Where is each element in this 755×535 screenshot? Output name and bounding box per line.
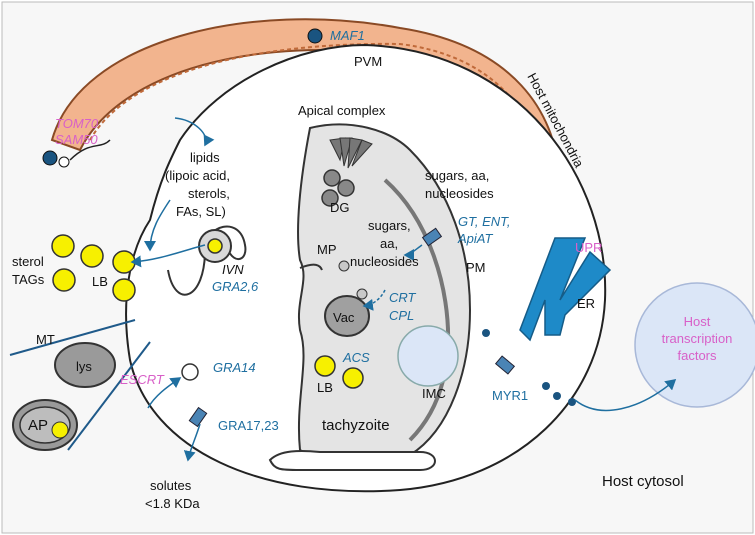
label-gra2-6: GRA2,6 (212, 279, 259, 294)
lb-host-5 (112, 278, 136, 302)
export-dot-4 (568, 398, 576, 406)
lysosome (54, 342, 116, 388)
label-sugars-inner-1: sugars, (368, 218, 411, 233)
label-maf1: MAF1 (330, 28, 365, 43)
label-ivn: IVN (222, 262, 244, 277)
ap-lipid (51, 421, 69, 439)
label-lys: lys (76, 359, 92, 374)
label-imc: IMC (422, 386, 446, 401)
arrow-transporter-in (403, 244, 423, 261)
label-lipids-2: (lipoic acid, (165, 168, 230, 183)
label-sugars-inner-2: aa, (380, 236, 398, 251)
label-upr: UPR (575, 240, 602, 255)
arrow-crt-in (362, 289, 386, 311)
label-mp: MP (317, 242, 337, 257)
dense-granules (321, 169, 355, 207)
label-solutes-2: <1.8 KDa (145, 496, 200, 511)
label-gt-ent: GT, ENT, (458, 214, 511, 229)
small-vesicle-2 (356, 288, 368, 300)
arrow-to-tf (574, 379, 677, 412)
label-gra17-23: GRA17,23 (218, 418, 279, 433)
label-myr1: MYR1 (492, 388, 528, 403)
label-lipids-1: lipids (190, 150, 220, 165)
tom70-tether (69, 139, 111, 161)
export-dot-3 (553, 392, 561, 400)
label-acs: ACS (342, 350, 370, 365)
label-tachyzoite: tachyzoite (322, 417, 390, 434)
label-vac: Vac (333, 310, 355, 325)
lb-host-4 (112, 250, 136, 274)
label-tom70: TOM70 (55, 116, 99, 131)
sam50-dot (58, 156, 70, 168)
nucleus (397, 325, 459, 387)
label-crt: CRT (389, 290, 417, 305)
export-dot-2 (542, 382, 550, 390)
lb-host-3 (52, 268, 76, 292)
arrow-mito-lipids (174, 117, 215, 147)
label-dg: DG (330, 200, 350, 215)
export-dot-1 (482, 329, 490, 337)
label-apiat: ApiAT (457, 231, 493, 246)
label-sugars-inner-3: nucleosides (350, 254, 419, 269)
label-lb-inner: LB (317, 380, 333, 395)
gra17-channel (188, 406, 208, 428)
myr1-transporter (494, 355, 516, 375)
label-host-tf-3: factors (677, 348, 717, 363)
label-sam50: SAM50 (55, 132, 98, 147)
ivn-lipid-droplet (207, 238, 223, 254)
label-ap: AP (28, 417, 48, 434)
arrow-lipids-down (144, 199, 171, 252)
label-host-cytosol: Host cytosol (602, 473, 684, 490)
label-sterol: sterol (12, 254, 44, 269)
apical-complex (329, 137, 373, 169)
lb-inner-1 (314, 355, 336, 377)
label-tags: TAGs (12, 272, 45, 287)
vac-organelle (324, 295, 370, 337)
label-host-tf-1: Host (684, 314, 711, 329)
label-mt: MT (36, 332, 55, 347)
label-cpl: CPL (389, 308, 414, 323)
label-lipids-3: sterols, (188, 186, 230, 201)
pm-notch (268, 450, 436, 471)
er-shape (519, 237, 612, 342)
host-tf-circle (634, 282, 755, 408)
label-sugars-outer-1: sugars, aa, (425, 168, 489, 183)
gra14-vesicle (181, 363, 199, 381)
micropore (299, 263, 323, 271)
tom70-dot (42, 150, 58, 166)
label-lb-host: LB (92, 274, 108, 289)
lb-host-1 (51, 234, 75, 258)
arrow-solutes (183, 423, 201, 462)
label-gra14: GRA14 (213, 360, 256, 375)
label-sugars-outer-2: nucleosides (425, 186, 494, 201)
label-pvm: PVM (354, 54, 382, 69)
small-vesicle-1 (338, 260, 350, 272)
label-lipids-4: FAs, SL) (176, 204, 226, 219)
label-solutes-1: solutes (150, 478, 192, 493)
label-apical-complex: Apical complex (298, 103, 386, 118)
lb-host-2 (80, 244, 104, 268)
arrow-ivn-lb (130, 244, 206, 268)
label-pm: PM (466, 260, 486, 275)
mt-line-1 (9, 319, 136, 356)
label-er: ER (577, 296, 595, 311)
label-escrt: ESCRT (120, 372, 165, 387)
mt-line-2 (67, 341, 151, 451)
label-host-tf-2: transcription (662, 331, 733, 346)
arrow-escrt (147, 377, 182, 409)
lb-inner-2 (342, 367, 364, 389)
gt-ent-transporter (421, 227, 443, 247)
maf1-dot (307, 28, 323, 44)
